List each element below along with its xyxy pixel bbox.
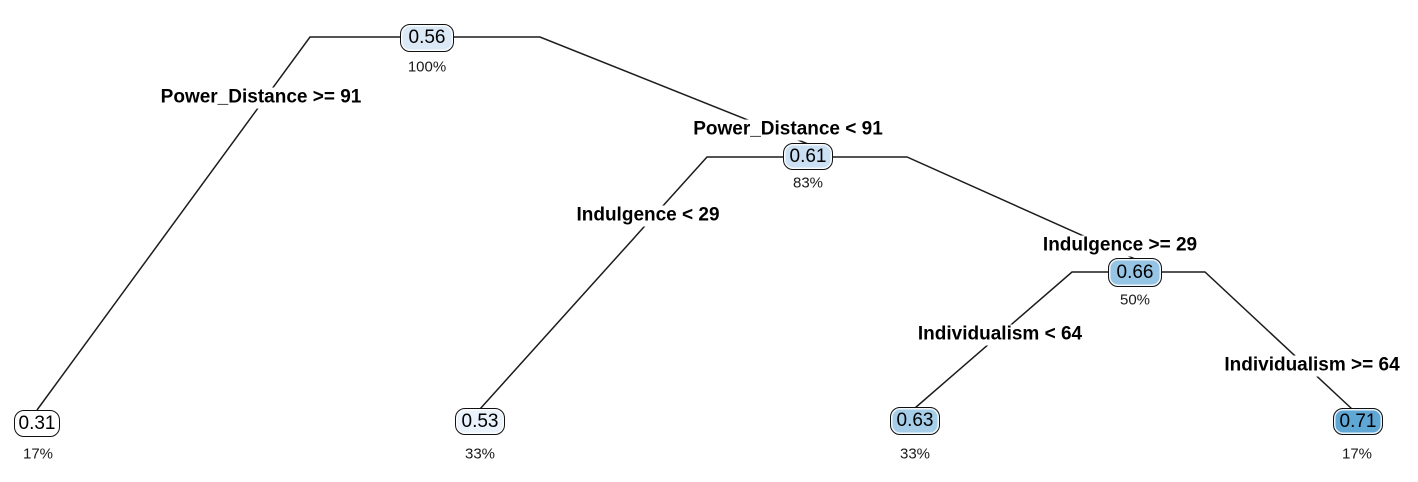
leaf-value-indulgence-lt-29: 0.53 xyxy=(461,410,499,432)
leaf-percent-individualism-ge-64: 17% xyxy=(1341,445,1373,463)
leaf-percent-indulgence-lt-29: 33% xyxy=(464,445,496,463)
leaf-percent-power-ge-91: 17% xyxy=(22,445,54,463)
tree-leaf-indulgence-lt-29: 0.53 xyxy=(455,408,505,435)
node-percent-root: 100% xyxy=(407,58,447,76)
tree-node-power-lt-91: 0.61 xyxy=(783,143,833,170)
node-value-indulgence-ge-29: 0.66 xyxy=(1116,261,1154,283)
tree-leaf-individualism-ge-64: 0.71 xyxy=(1333,408,1383,435)
split-label-indulgence-ge-29: Indulgence >= 29 xyxy=(1039,235,1201,257)
tree-node-root: 0.56 xyxy=(400,24,454,52)
edge-node061-to-node-indulgence-ge-29 xyxy=(832,156,1136,260)
leaf-value-individualism-lt-64: 0.63 xyxy=(896,410,934,431)
tree-node-indulgence-ge-29: 0.66 xyxy=(1108,258,1162,287)
leaf-percent-individualism-lt-64: 33% xyxy=(899,445,931,463)
edge-node061-to-leaf-indulgence-lt-29 xyxy=(479,156,784,410)
edge-node066-to-leaf-individualism-lt-64 xyxy=(914,271,1109,409)
split-label-individualism-lt-64: Individualism < 64 xyxy=(914,324,1086,346)
split-label-indulgence-lt-29: Indulgence < 29 xyxy=(573,205,723,227)
edge-node066-to-leaf-individualism-ge-64 xyxy=(1161,271,1353,410)
split-label-power-distance-lt-91: Power_Distance < 91 xyxy=(690,119,886,141)
node-value-power-lt-91: 0.61 xyxy=(789,145,827,167)
node-percent-power-lt-91: 83% xyxy=(792,174,824,192)
split-label-individualism-ge-64: Individualism >= 64 xyxy=(1221,355,1403,377)
node-value-root: 0.56 xyxy=(408,27,446,48)
edge-root-to-node-power-lt-91 xyxy=(454,36,809,145)
tree-leaf-power-ge-91: 0.31 xyxy=(14,410,60,437)
split-label-power-distance-ge-91: Power_Distance >= 91 xyxy=(157,87,365,109)
node-percent-indulgence-ge-29: 50% xyxy=(1119,291,1151,309)
leaf-value-power-ge-91: 0.31 xyxy=(18,412,56,434)
tree-leaf-individualism-lt-64: 0.63 xyxy=(890,407,940,435)
edge-root-to-leaf-power-ge-91 xyxy=(36,36,400,411)
leaf-value-individualism-ge-64: 0.71 xyxy=(1339,410,1377,432)
